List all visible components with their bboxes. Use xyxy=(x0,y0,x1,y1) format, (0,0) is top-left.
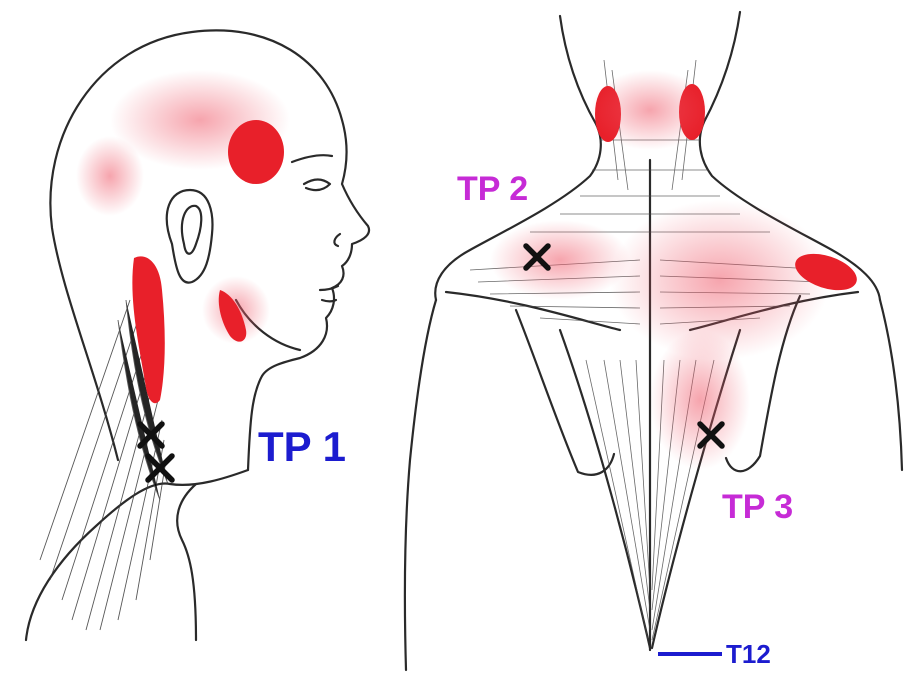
right-arm xyxy=(880,300,902,470)
trapezius-outline xyxy=(446,292,858,648)
neck-spray xyxy=(590,70,710,150)
ear-inner xyxy=(182,206,201,254)
eyebrow xyxy=(292,155,332,162)
nostril xyxy=(334,234,340,246)
tp2-label: TP 2 xyxy=(457,172,528,206)
collar-line xyxy=(177,484,196,640)
eye xyxy=(304,180,330,191)
tp3-label: TP 3 xyxy=(722,490,793,524)
temple-zone xyxy=(228,120,284,184)
shoulder-outline xyxy=(26,470,248,640)
back-referral-zones xyxy=(490,70,861,470)
tp3-spray xyxy=(650,330,750,470)
tp2-spray xyxy=(490,220,630,300)
tp1-label: TP 1 xyxy=(258,426,346,468)
t12-label: T12 xyxy=(726,641,771,667)
left-arm xyxy=(405,300,436,670)
ear-outline xyxy=(167,190,213,283)
lips xyxy=(320,286,338,302)
